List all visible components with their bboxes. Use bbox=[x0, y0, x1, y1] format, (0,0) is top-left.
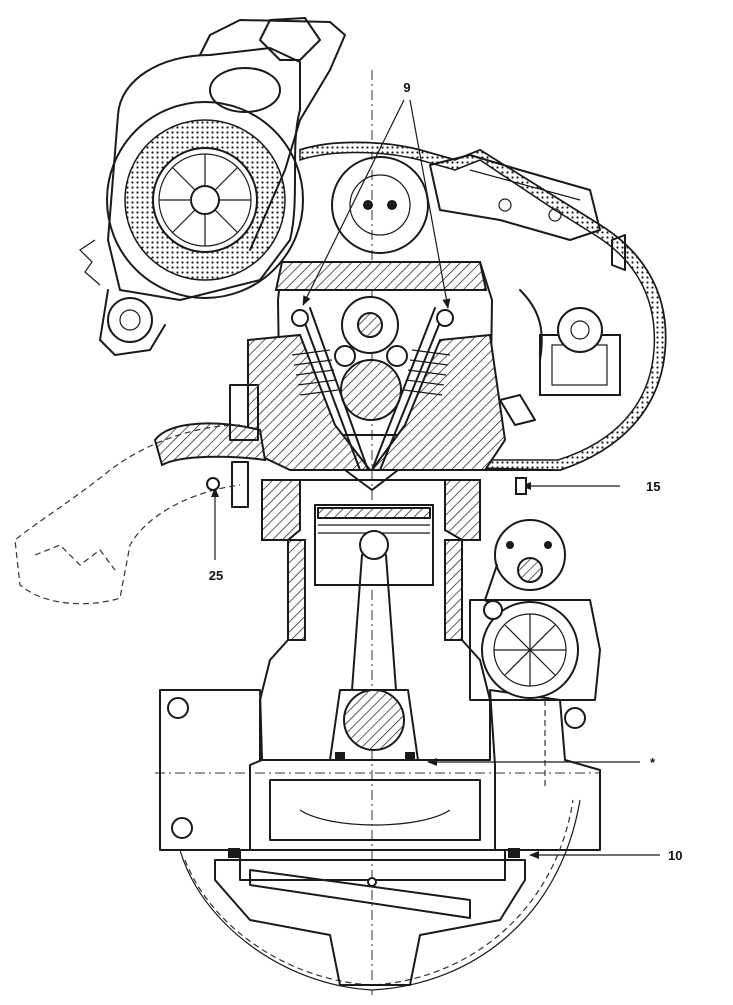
valve-right bbox=[371, 307, 446, 471]
exhaust-manifold-detail bbox=[34, 544, 116, 571]
callout-leaders bbox=[211, 99, 660, 859]
manifold-nut bbox=[206, 477, 220, 491]
callout-asterisk: * bbox=[650, 755, 656, 770]
fuel-pump bbox=[499, 289, 621, 426]
spring-left bbox=[291, 349, 339, 396]
distributor bbox=[484, 519, 566, 611]
head-bolt-head bbox=[515, 477, 527, 495]
cylinder-head bbox=[247, 261, 507, 491]
valve-left bbox=[299, 307, 369, 471]
timing-belt-cover bbox=[299, 141, 667, 471]
cylinder-block bbox=[259, 479, 491, 761]
callout-25: 25 bbox=[209, 568, 223, 583]
spring-right bbox=[403, 349, 451, 396]
air-filter bbox=[99, 47, 304, 356]
carb-top bbox=[259, 17, 321, 61]
oil-sump bbox=[214, 848, 526, 986]
connecting-rod bbox=[351, 554, 397, 691]
flywheel-ring bbox=[179, 799, 581, 991]
flywheel-teeth bbox=[184, 799, 574, 986]
crankcase bbox=[159, 689, 601, 881]
intake-manifold bbox=[153, 384, 267, 508]
callout-10: 10 bbox=[668, 848, 682, 863]
exhaust-manifold-outline bbox=[14, 424, 241, 605]
callout-15: 15 bbox=[646, 479, 660, 494]
wire bbox=[79, 239, 101, 286]
callout-9: 9 bbox=[403, 80, 410, 95]
starter-motor bbox=[469, 599, 601, 701]
breather-hose bbox=[199, 19, 346, 251]
